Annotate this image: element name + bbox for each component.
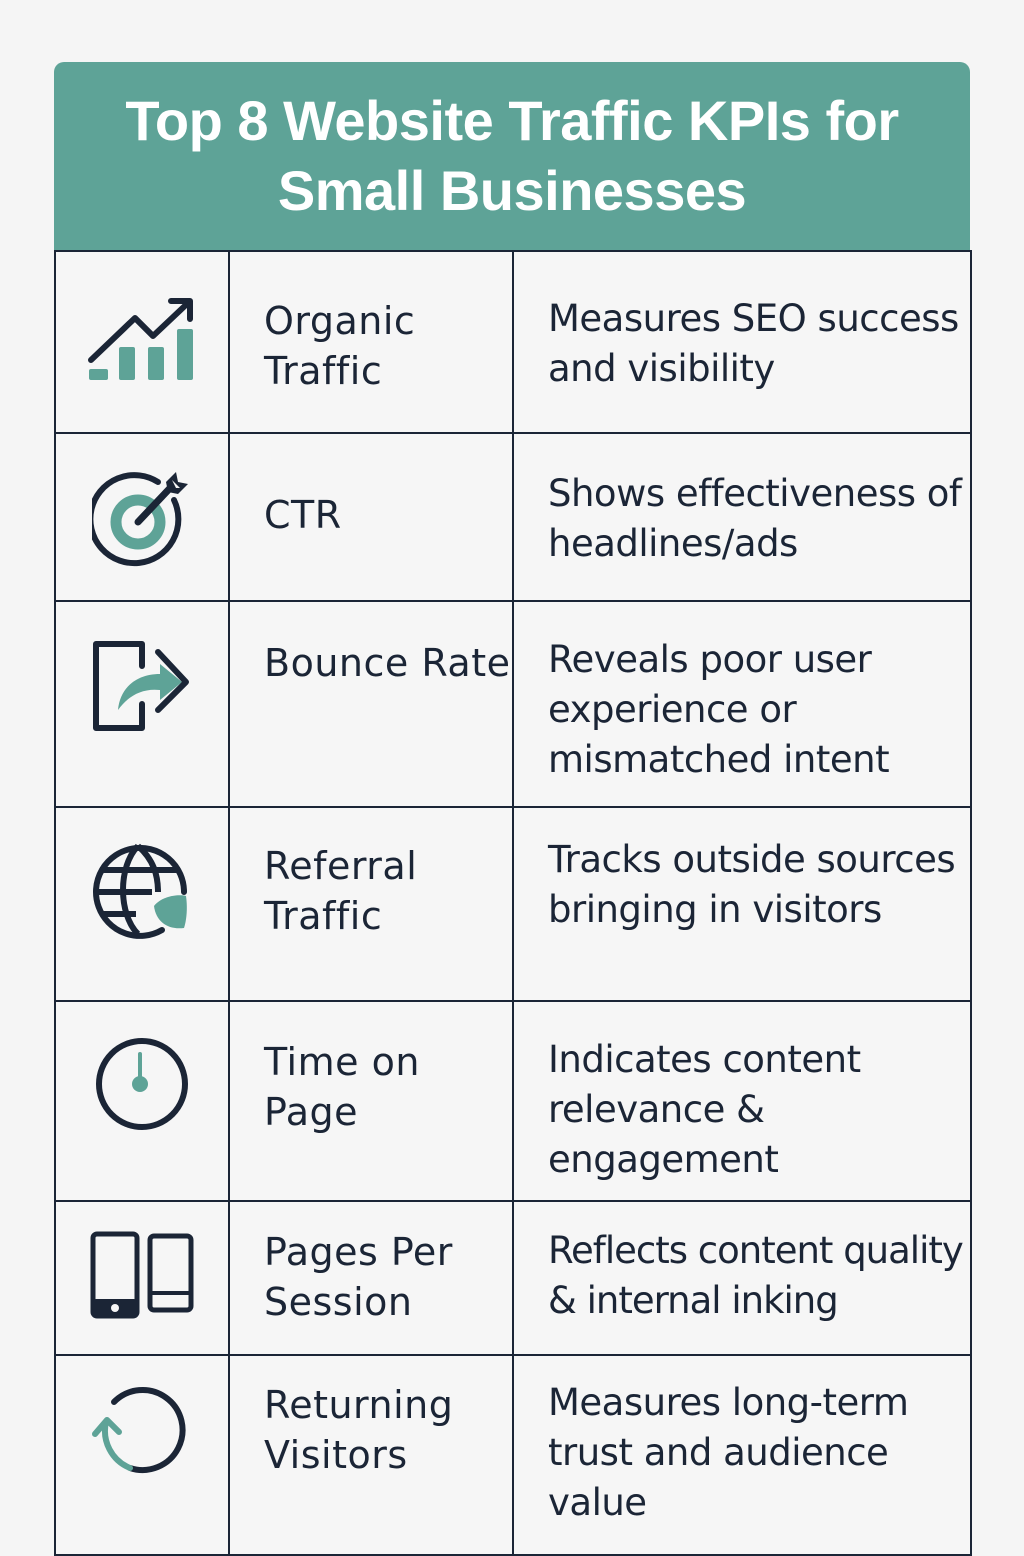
kpi-name: Referral Traffic <box>264 844 418 938</box>
kpi-name: Time on Page <box>264 1040 420 1134</box>
kpi-name-cell: Time on Page <box>228 1000 514 1202</box>
kpi-description: Reveals poor user experience or mismatch… <box>548 638 890 781</box>
table-row: Bounce Rate Reveals poor user experience… <box>54 600 972 808</box>
kpi-description: Indicates content relevance & engagement <box>548 1038 861 1181</box>
kpi-description: Measures long-term trust and audience va… <box>548 1381 909 1524</box>
kpi-name: Organic Traffic <box>264 299 416 393</box>
kpi-description-cell: Measures SEO success and visibility <box>512 250 972 434</box>
icon-cell <box>54 1354 230 1556</box>
kpi-table: Organic Traffic Measures SEO success and… <box>54 250 972 1556</box>
exit-arrow-icon <box>92 638 192 734</box>
icon-cell <box>54 432 230 602</box>
refresh-icon <box>92 1382 192 1474</box>
kpi-description-cell: Tracks outside sources bringing in visit… <box>512 806 972 1002</box>
table-row: CTR Shows effectiveness of headlines/ads <box>54 432 972 602</box>
title-banner: Top 8 Website Traffic KPIs for Small Bus… <box>54 62 970 250</box>
kpi-description: Reflects content quality & internal inki… <box>548 1229 964 1322</box>
clock-icon <box>94 1036 190 1132</box>
icon-cell <box>54 250 230 434</box>
kpi-description-cell: Reflects content quality & internal inki… <box>512 1200 972 1356</box>
kpi-name-cell: Referral Traffic <box>228 806 514 1002</box>
kpi-name-cell: Returning Visitors <box>228 1354 514 1556</box>
kpi-name-cell: Organic Traffic <box>228 250 514 434</box>
icon-cell <box>54 1200 230 1356</box>
icon-cell <box>54 1000 230 1202</box>
icon-cell <box>54 600 230 808</box>
kpi-description-cell: Indicates content relevance & engagement <box>512 1000 972 1202</box>
chart-up-icon <box>87 296 197 388</box>
table-row: Returning Visitors Measures long-term tr… <box>54 1354 972 1556</box>
kpi-description-cell: Measures long-term trust and audience va… <box>512 1354 972 1556</box>
kpi-name: Returning Visitors <box>264 1383 454 1477</box>
kpi-name-cell: Pages Per Session <box>228 1200 514 1356</box>
kpi-description: Measures SEO success and visibility <box>548 297 959 390</box>
kpi-name: CTR <box>264 493 342 537</box>
kpi-description: Shows effectiveness of headlines/ads <box>548 472 962 565</box>
kpi-name: Bounce Rate <box>264 641 511 685</box>
table-row: Pages Per Session Reflects content quali… <box>54 1200 972 1356</box>
kpi-name-cell: CTR <box>228 432 514 602</box>
globe-leaf-icon <box>92 840 192 940</box>
table-row: Organic Traffic Measures SEO success and… <box>54 250 972 434</box>
target-arrow-icon <box>92 468 192 568</box>
kpi-name: Pages Per Session <box>264 1230 453 1324</box>
page-title: Top 8 Website Traffic KPIs for Small Bus… <box>125 89 899 222</box>
icon-cell <box>54 806 230 1002</box>
table-row: Referral Traffic Tracks outside sources … <box>54 806 972 1002</box>
kpi-name-cell: Bounce Rate <box>228 600 514 808</box>
devices-icon <box>90 1231 194 1321</box>
kpi-description-cell: Shows effectiveness of headlines/ads <box>512 432 972 602</box>
kpi-description-cell: Reveals poor user experience or mismatch… <box>512 600 972 808</box>
kpi-infographic: Top 8 Website Traffic KPIs for Small Bus… <box>54 62 972 1556</box>
kpi-description: Tracks outside sources bringing in visit… <box>548 838 956 931</box>
table-row: Time on Page Indicates content relevance… <box>54 1000 972 1202</box>
